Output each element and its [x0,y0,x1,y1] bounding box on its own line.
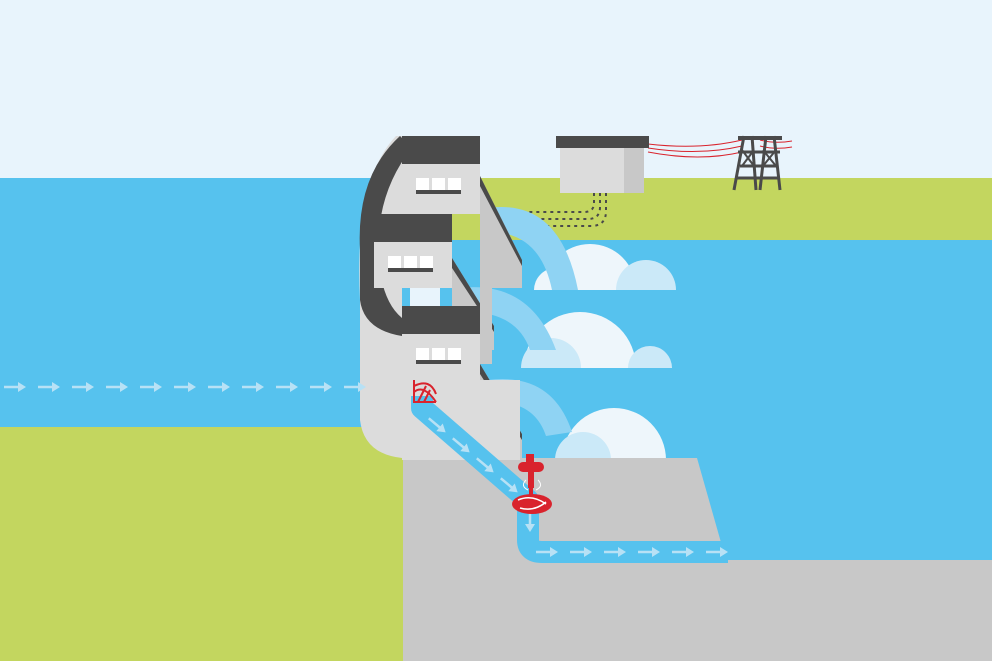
flow-arrow-icon [4,382,26,392]
flow-arrow-icon [638,547,660,557]
turbine-generator-icon [512,454,552,514]
flow-arrow-icon [106,382,128,392]
flow-arrow-icon [242,382,264,392]
intake-gate-icon [413,380,437,403]
flow-arrow-icon [174,382,196,392]
flow-arrow-icon [500,477,518,493]
flow-arrow-icon [476,457,494,473]
underground-cable [492,193,607,227]
transmission-tower-icon [732,135,782,191]
flow-arrow-icon [604,547,626,557]
flow-arrow-icon [72,382,94,392]
flow-arrow-icon [344,382,366,392]
flow-arrow-icon [140,382,162,392]
powerhouse-base [540,458,722,546]
flow-arrow-icon [536,547,558,557]
flow-arrow-icon [706,547,728,557]
dam [359,136,522,460]
flow-arrow-icon [428,417,446,433]
dam-windows [388,178,461,364]
dam-curved-edge [359,136,412,336]
reservoir [0,178,410,428]
power-station-building [556,136,649,193]
tailrace-ground [403,560,992,661]
flow-arrow-icon [38,382,60,392]
flow-arrow-icon [276,382,298,392]
intake-arrows [4,382,366,392]
flow-arrow-icon [208,382,230,392]
flow-arrow-icon [310,382,332,392]
outlet-arrows [536,547,728,557]
flow-arrow-icon [672,547,694,557]
flow-arrow-icon [452,437,470,453]
reservoir-ground [0,427,410,661]
flow-arrow-icon [570,547,592,557]
